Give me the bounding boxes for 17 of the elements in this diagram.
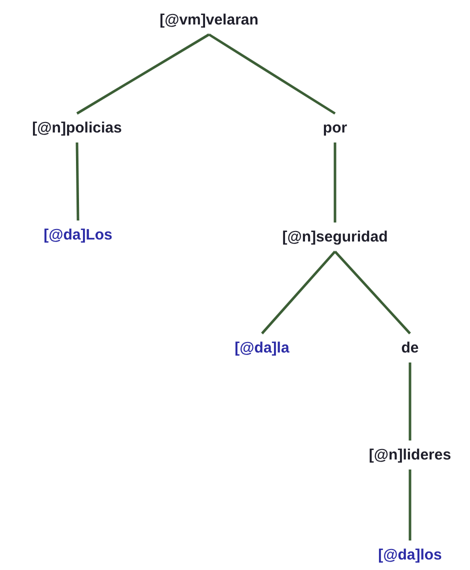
tree-node-label: [@da]la <box>234 338 290 358</box>
tree-node-label: [@da]Los <box>42 224 114 246</box>
tree-branch-line <box>208 33 336 115</box>
tree-node-label: [@vm]velaran <box>158 10 260 30</box>
tree-branch-line <box>334 250 411 334</box>
tree-branch-line <box>408 362 412 440</box>
tree-node-label: [@da]los <box>377 544 443 566</box>
tree-node-label: [@n]policias <box>31 118 123 138</box>
tree-branch-line <box>261 250 336 334</box>
tree-branch-line <box>76 33 210 115</box>
tree-branch-line <box>408 470 412 540</box>
tree-branch-line <box>76 142 80 221</box>
tree-node-label: por <box>322 118 348 138</box>
tree-branch-line <box>334 142 336 222</box>
tree-node-label: [@n]lideres <box>368 444 452 466</box>
tree-node-label: de <box>400 338 420 358</box>
tree-node-label: [@n]seguridad <box>281 226 389 248</box>
